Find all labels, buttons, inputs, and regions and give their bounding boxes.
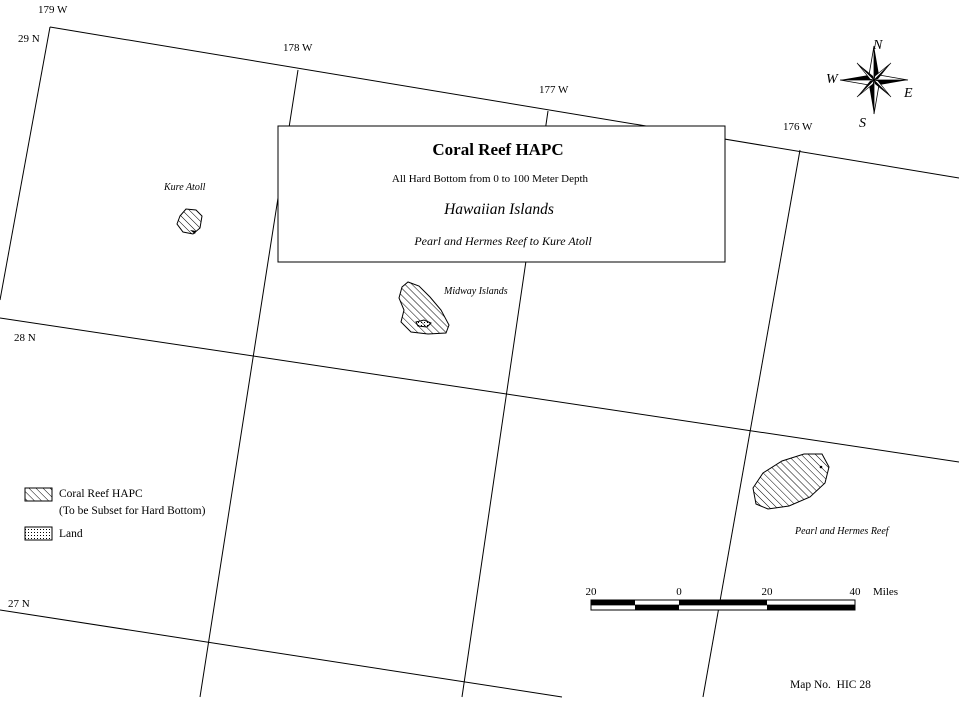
map-title: Coral Reef HAPC [432,140,563,159]
lon-line-179 [0,26,51,301]
scale-unit: Miles [873,586,898,598]
legend-hapc-label: Coral Reef HAPC [59,488,143,500]
map-number: Map No. HIC 28 [790,679,871,691]
compass-north-label: N [872,38,883,53]
lon-label-178: 178 W [283,42,313,54]
compass-rose-icon [839,45,909,115]
map-range: Pearl and Hermes Reef to Kure Atoll [413,234,592,248]
lat-line-29 [49,26,959,179]
title-box: Coral Reef HAPC All Hard Bottom from 0 t… [277,125,726,263]
compass-south-label: S [859,116,866,131]
map-subtitle: All Hard Bottom from 0 to 100 Meter Dept… [392,173,589,185]
scale-tick-mid: 20 [762,586,774,598]
pearl-hermes-reef-shape [752,453,830,510]
lat-line-27 [0,609,563,698]
scale-tick-left: 20 [586,586,598,598]
legend-hapc-swatch [24,487,53,502]
compass-east-label: E [903,86,913,101]
lat-label-27: 27 N [8,598,30,610]
midway-islands-shape [398,281,450,335]
map-region: Hawaiian Islands [443,201,554,218]
kure-atoll-shape [176,208,203,235]
midway-islands-label: Midway Islands [443,286,508,297]
lon-label-179: 179 W [38,4,68,16]
legend-land-label: Land [59,528,83,540]
lon-label-176: 176 W [783,121,813,133]
lon-label-177: 177 W [539,84,569,96]
legend-land-swatch [24,526,53,541]
legend: Coral Reef HAPC (To be Subset for Hard B… [24,487,206,541]
kure-atoll-label: Kure Atoll [163,182,206,193]
legend-hapc-sublabel: (To be Subset for Hard Bottom) [59,505,206,517]
scale-tick-right: 40 [850,586,862,598]
pearl-hermes-reef-label: Pearl and Hermes Reef [794,526,890,537]
compass-west-label: W [826,72,839,87]
lat-line-28 [0,317,959,463]
lat-label-28: 28 N [14,332,36,344]
scale-bar [590,599,856,611]
scale-tick-zero: 0 [676,586,682,598]
lat-label-29: 29 N [18,33,40,45]
